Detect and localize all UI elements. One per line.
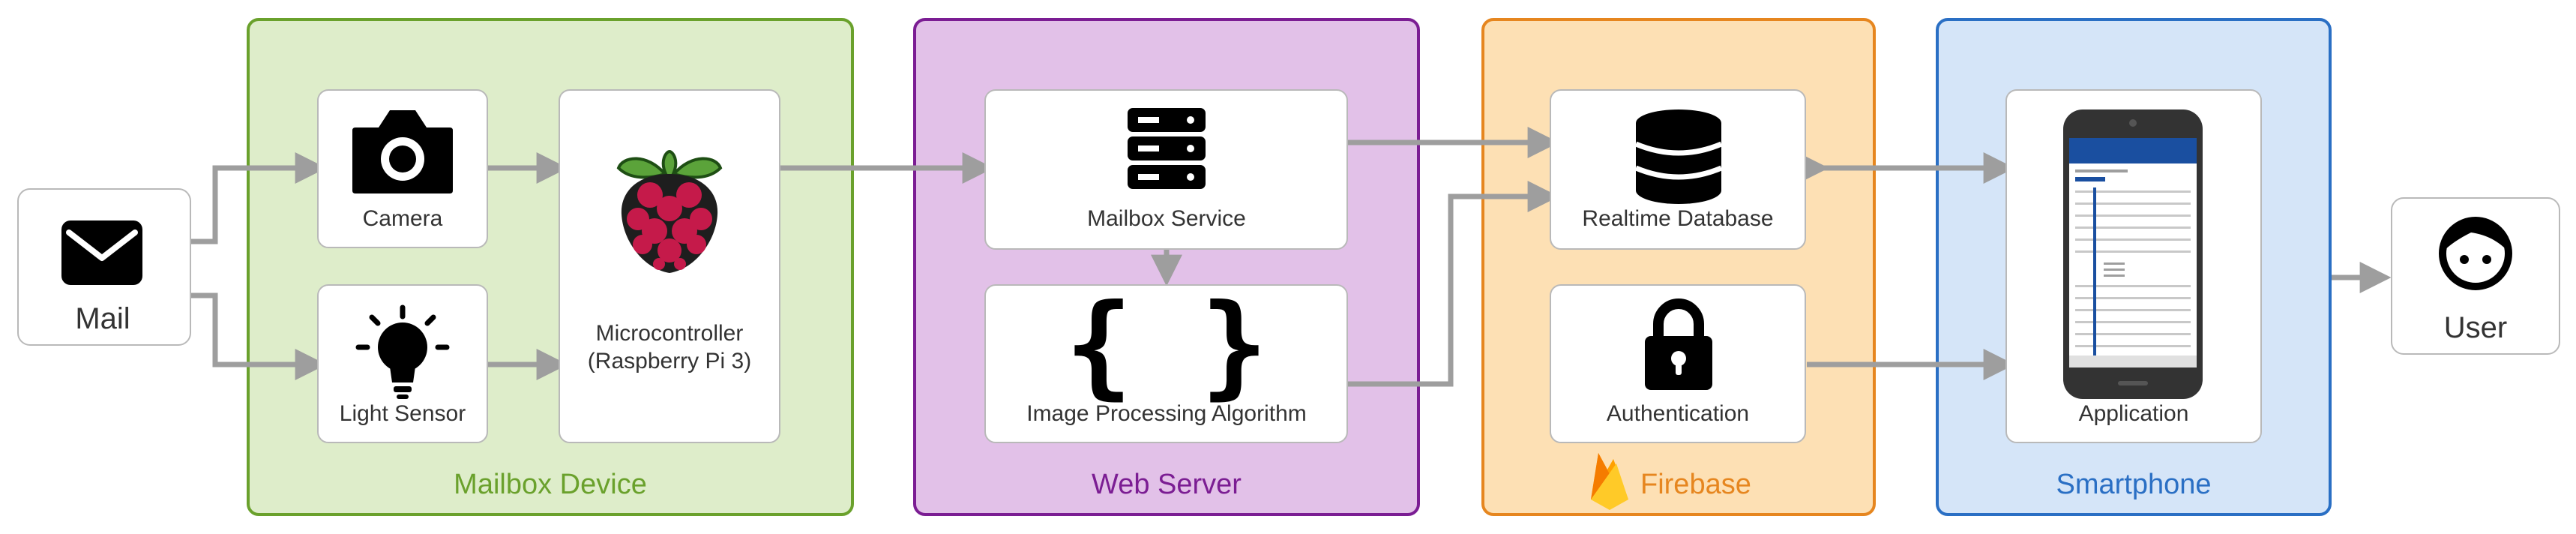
mailbox-service-node: Mailbox Service (984, 89, 1348, 250)
firebase-flame-icon (1591, 453, 1628, 510)
arrow-mail-to-camera (190, 152, 327, 244)
image-processing-node: { } Image Processing Algorithm (984, 280, 1348, 443)
user-node: User (2391, 197, 2560, 355)
mailbox-device-title: Mailbox Device (454, 469, 647, 500)
image-processing-label: Image Processing Algorithm (1026, 401, 1307, 426)
user-label: User (2444, 311, 2507, 344)
web-server-title: Web Server (1092, 469, 1242, 500)
mail-label: Mail (75, 302, 130, 335)
database-icon (1634, 110, 1723, 204)
lock-icon (1645, 298, 1712, 390)
application-node: Application (2005, 89, 2262, 443)
phone-screen-list (2075, 190, 2191, 347)
camera-node: Camera (317, 89, 488, 248)
mailbox-service-label: Mailbox Service (1087, 206, 1246, 231)
microcontroller-node: Microcontroller (Raspberry Pi 3) (559, 89, 780, 443)
arrow-image-processing-to-database (1347, 181, 1559, 387)
curly-braces-icon: { } (1065, 280, 1269, 411)
firebase-title: Firebase (1640, 469, 1751, 500)
realtime-database-node: Realtime Database (1550, 89, 1806, 250)
camera-label: Camera (363, 206, 443, 231)
microcontroller-label-line1: Microcontroller (596, 321, 744, 346)
smartphone-title: Smartphone (2056, 469, 2211, 500)
authentication-label: Authentication (1607, 401, 1749, 426)
realtime-database-label: Realtime Database (1582, 206, 1773, 231)
phone-icon (2063, 110, 2203, 399)
envelope-icon (61, 220, 142, 285)
microcontroller-label-line2: (Raspberry Pi 3) (588, 349, 751, 374)
face-icon (2439, 217, 2512, 290)
lightbulb-icon (355, 304, 450, 399)
application-label: Application (2079, 401, 2189, 426)
light-sensor-label: Light Sensor (340, 401, 466, 426)
mail-node: Mail (17, 188, 191, 346)
server-icon (1128, 108, 1206, 189)
authentication-node: Authentication (1550, 284, 1806, 443)
connectors (190, 127, 2392, 387)
camera-icon (352, 110, 453, 194)
light-sensor-node: Light Sensor (317, 284, 488, 443)
raspberry-pi-logo (616, 149, 723, 273)
arrow-mail-to-light-sensor (190, 292, 327, 380)
